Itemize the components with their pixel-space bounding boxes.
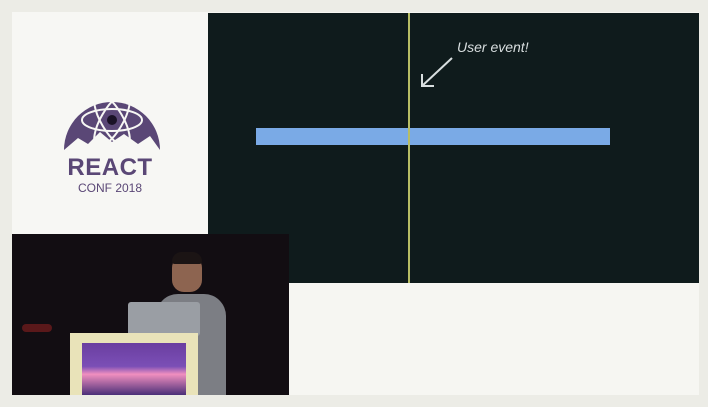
stage-light [22,324,52,332]
podium-screen [82,343,186,395]
arrow-down-left-icon [421,57,453,87]
timeline-marker-line [408,13,410,283]
speaker-hair [172,252,202,264]
presentation-slide: User event! [208,13,699,283]
podium [70,333,198,395]
logo-title: REACT [67,154,153,181]
task-bar [256,128,610,145]
laptop [128,302,200,336]
react-atom-logo-icon [64,92,160,150]
conference-logo-panel: REACT CONF 2018 [12,12,208,234]
user-event-label: User event! [457,39,529,55]
speaker-video-feed [12,234,289,395]
logo-subtitle: CONF 2018 [77,181,143,195]
